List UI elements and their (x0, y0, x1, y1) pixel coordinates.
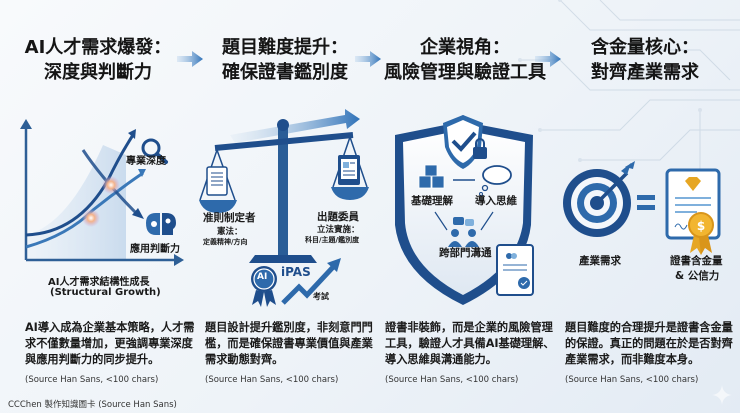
column-description: 證書非裝飾，而是企業的風險管理工具，驗證人才具備AI基礎理解、導入思維與溝通能力… (385, 321, 555, 366)
column-enterprise-view: 企業視角： 風險管理與驗證工具 基礎理解 導入思維 跨部門溝 (375, 0, 555, 413)
node-adoption-mindset: 導入思維 (475, 195, 517, 207)
magnifier-icon (141, 138, 161, 158)
column-title: 題目難度提升： 確保證書鑑別度 (195, 35, 375, 85)
shield-illustration: 基礎理解 導入思維 跨部門溝通 (375, 105, 555, 310)
growth-chart-icon (20, 119, 184, 266)
svg-text:$: $ (697, 219, 705, 233)
exam-label: 考試 (313, 292, 329, 301)
sparkle-icon (712, 385, 732, 405)
column-title: 含金量核心： 對齊產業需求 (555, 35, 735, 85)
node-basic-understanding: 基礎理解 (411, 195, 453, 207)
growth-chart-illustration: 專業深度 應用判斷力 AI人才需求結構性成長 (Structural Growt… (8, 105, 188, 310)
tablet-icon (338, 155, 360, 185)
people-chat-icon (448, 217, 479, 247)
title-line-2: 風險管理與驗證工具 (384, 62, 546, 83)
target-icon (563, 161, 635, 237)
label-credibility: & 公信力 (675, 270, 720, 282)
right-pan-title: 出題委員 (317, 211, 359, 223)
ai-badge-text: AI (257, 272, 268, 282)
column-value-core: 含金量核心： 對齊產業需求 $ (555, 0, 735, 413)
certificate-icon (496, 244, 534, 296)
font-note: (Source Han Sans, <100 chars) (25, 375, 159, 385)
label-certificate-value: 證書含金量 (670, 255, 723, 267)
column-description: 題目難度的合理提升是證書含金量的保證。真正的問題在於是否對齊產業需求，而非難度本… (565, 321, 733, 366)
cubes-icon (418, 164, 445, 189)
axis-label: AI人才需求結構性成長 (48, 277, 150, 288)
axis-label-english: (Structural Growth) (50, 287, 161, 298)
label-applied-judgment: 應用判斷力 (130, 244, 180, 255)
title-line-2: 對齊產業需求 (591, 62, 699, 83)
font-note: (Source Han Sans, <100 chars) (565, 375, 699, 385)
font-note: (Source Han Sans, <100 chars) (205, 375, 339, 385)
title-line-1: 含金量核心： (591, 37, 699, 58)
title-line-1: 企業視角： (420, 37, 510, 58)
column-title: 企業視角： 風險管理與驗證工具 (375, 35, 555, 85)
flow-arrow-icon (355, 51, 381, 67)
title-line-2: 深度與判斷力 (44, 62, 152, 83)
right-pan-sub2: 科目/主題/鑑別度 (305, 236, 360, 244)
target-certificate-icon: $ (563, 161, 721, 255)
balance-scale-icon (199, 109, 369, 307)
column-ai-talent-demand: AI人才需求爆發： 深度與判斷力 (8, 0, 194, 413)
certificate-gold-icon: $ (665, 168, 721, 255)
label-professional-depth: 專業深度 (126, 156, 166, 167)
flow-arrow-icon (535, 51, 561, 67)
balance-scale-illustration: AI iPAS 考試 准則制定者 憲法： 定義精神/方向 出題委員 立法實施： … (195, 105, 375, 310)
right-pan-sub1: 立法實施： (317, 225, 360, 235)
title-line-1: AI人才需求爆發： (24, 37, 172, 58)
ai-badge-icon (251, 266, 277, 307)
node-cross-dept-communication: 跨部門溝通 (439, 247, 492, 259)
title-line-2: 確保證書鑑別度 (222, 62, 348, 83)
footer-credit: CCChen 製作知識圖卡 (Source Han Sans) (8, 400, 177, 410)
ipas-brand: iPAS (281, 265, 311, 279)
column-description: 題目設計提升鑑別度，非刻意門門檻，而是確保證書專業價值與產業需求動態對齊。 (205, 321, 373, 366)
target-equals-certificate-illustration: $ 產業需求 證書含金量 & 公信力 (555, 105, 735, 310)
label-industry-demand: 產業需求 (579, 255, 621, 267)
title-line-1: 題目難度提升： (222, 37, 348, 58)
column-title: AI人才需求爆發： 深度與判斷力 (8, 35, 188, 85)
shield-icon (395, 115, 534, 305)
column-exam-difficulty: 題目難度提升： 確保證書鑑別度 AI iPAS 考試 (195, 0, 375, 413)
left-pan-sub2: 定義精神/方向 (203, 238, 248, 246)
flow-arrow-icon (177, 51, 203, 67)
scroll-icon (206, 166, 228, 196)
font-note: (Source Han Sans, <100 chars) (385, 375, 519, 385)
thought-cloud-icon (479, 165, 512, 196)
lock-icon (473, 138, 487, 159)
column-description: AI導入成為企業基本策略，人才需求不僅數量增加，更強調專業深度與應用判斷力的同步… (25, 321, 195, 366)
left-pan-sub1: 憲法： (217, 227, 243, 237)
left-pan-title: 准則制定者 (203, 212, 256, 224)
brain-gear-icon (146, 213, 176, 235)
